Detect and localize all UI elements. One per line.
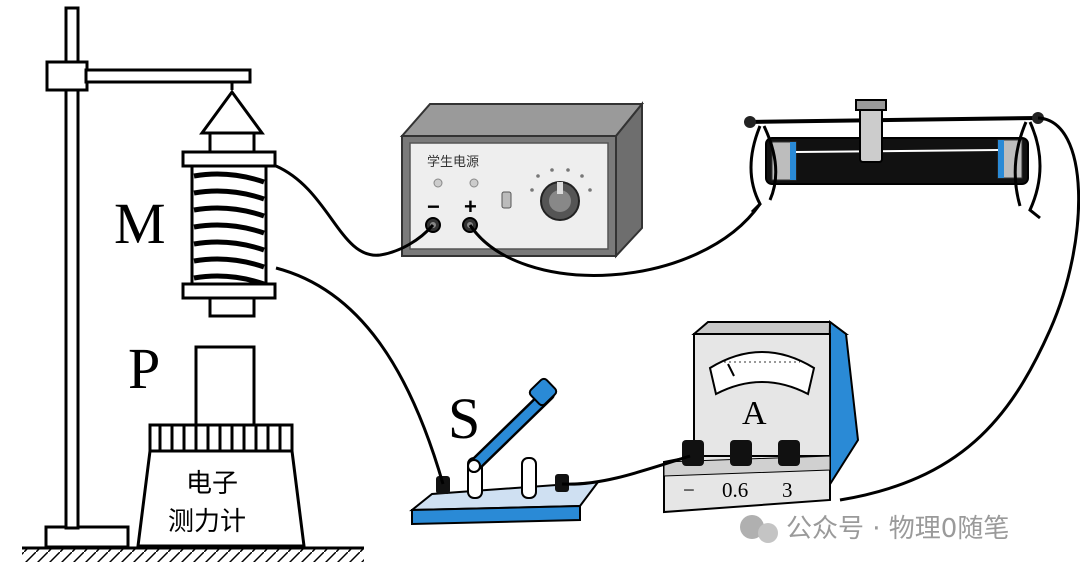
scale-label-line2: 测力计 [168,507,246,537]
ground [22,546,364,562]
ammeter-06-label: 0.6 [722,478,748,502]
rheostat [744,99,1044,220]
iron-block [194,345,256,427]
ammeter [663,320,860,514]
ammeter-minus-label: − [683,478,695,502]
watermark: 公众号 · 物理0随笔 [740,514,1009,544]
iron-block-label: P [128,336,160,401]
watermark-text: 公众号 · 物理0随笔 [786,514,1009,544]
ammeter-3-label: 3 [782,478,793,502]
scale-label-line1: 电子 [186,469,238,499]
wires [275,116,1080,502]
ammeter-label: A [742,395,767,432]
electromagnet-coil [181,131,277,318]
knife-switch [409,377,601,526]
power-supply [399,101,645,259]
switch-label: S [448,386,480,451]
coil-label: M [114,191,166,256]
coil-hanger [199,82,265,135]
power-plus-label: + [464,194,477,219]
power-minus-label: − [427,194,440,219]
electronic-scale [136,423,306,548]
iron-stand [44,6,252,549]
power-supply-title: 学生电源 [427,154,479,170]
